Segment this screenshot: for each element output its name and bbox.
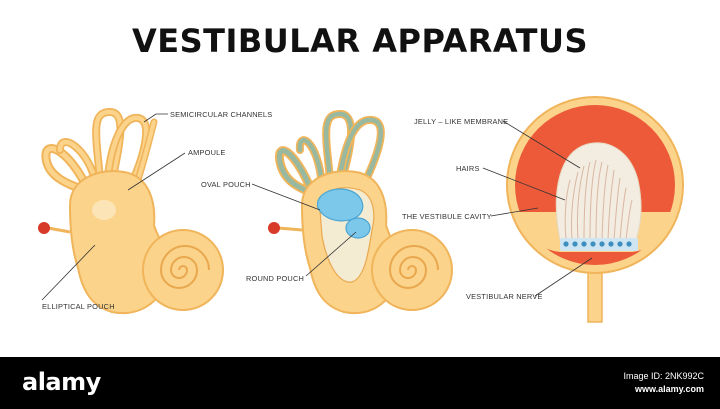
label-hairs: HAIRS: [456, 164, 480, 173]
leader-lines: [41, 113, 593, 301]
label-oval-pouch: OVAL POUCH: [201, 180, 251, 189]
label-round-pouch: ROUND POUCH: [246, 274, 304, 283]
round-pouch: [345, 217, 371, 239]
nerve-cells: [563, 241, 632, 247]
label-elliptical-pouch: ELLIPTICAL POUCH: [42, 302, 115, 311]
watermark-brand: alamy: [22, 368, 101, 396]
label-semicircular-channels: SEMICIRCULAR CHANNELS: [170, 110, 272, 119]
red-knob-2: [268, 222, 280, 234]
label-ampoule: AMPOULE: [188, 148, 226, 157]
vestibular-diagram: SEMICIRCULAR CHANNELS AMPOULE ELLIPTICAL…: [38, 96, 684, 323]
figure-vestibule-exterior: [38, 107, 224, 315]
label-vestibule-cavity: THE VESTIBULE CAVITY: [402, 212, 492, 221]
red-knob-1: [38, 222, 50, 234]
watermark-image-id: Image ID: 2NK992C: [623, 371, 704, 381]
label-vestibular-nerve: VESTIBULAR NERVE: [466, 292, 543, 301]
cochlea-2: [371, 229, 453, 311]
cochlea-1: [142, 229, 224, 311]
label-jelly-like-membrane: JELLY – LIKE MEMBRANE: [414, 117, 508, 126]
oval-pouch: [316, 188, 364, 222]
watermark-site: www.alamy.com: [634, 384, 704, 394]
figure-vestibule-interior: [268, 109, 453, 315]
diagram-title: VESTIBULAR APPARATUS: [132, 22, 588, 60]
semicircular-canals-2: [274, 109, 385, 199]
hair-cells: [564, 159, 633, 241]
figure-ampulla-section: [506, 96, 684, 323]
watermark-footer: alamy Image ID: 2NK992C www.alamy.com: [0, 357, 720, 409]
sensory-epithelium: [560, 238, 638, 251]
